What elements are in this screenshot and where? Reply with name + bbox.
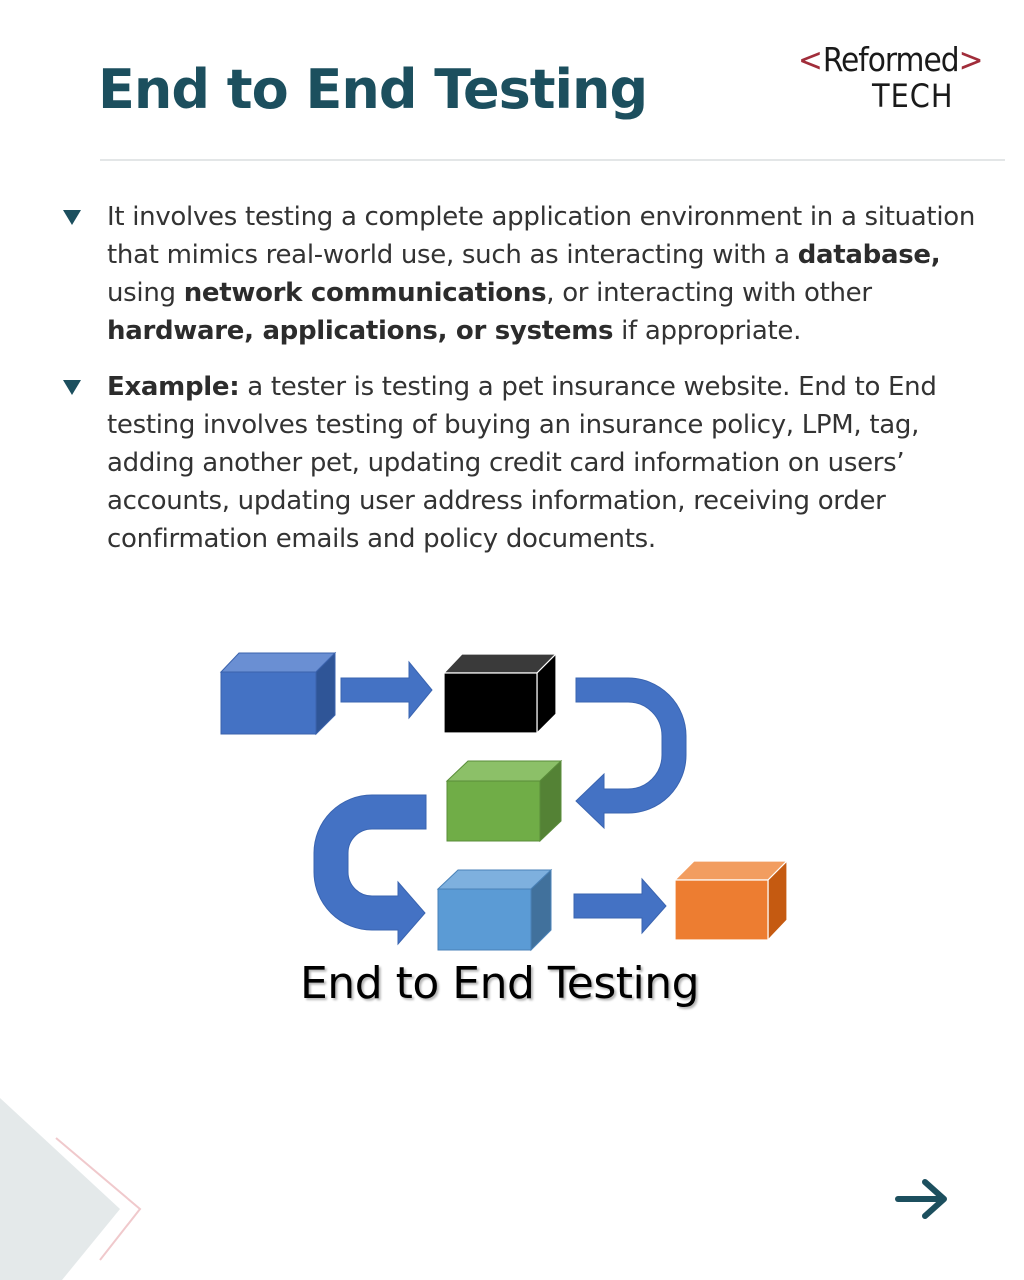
logo-subword: TECH [872, 77, 954, 115]
bullet-item: Example: a tester is testing a pet insur… [0, 368, 977, 558]
reformed-tech-logo: <Reformed> TECH [798, 40, 983, 118]
triangle-down-icon [63, 210, 81, 225]
logo-word: Reformed [822, 40, 960, 79]
bullet-list: It involves testing a complete applicati… [0, 198, 1024, 558]
chevron-decoration-icon [0, 1098, 142, 1280]
bold-phrase: database, [797, 240, 941, 270]
text-run: a tester is testing a pet insurance webs… [107, 372, 937, 554]
text-run: if appropriate. [613, 316, 802, 346]
bold-phrase: hardware, applications, or systems [107, 316, 614, 346]
header-divider [100, 159, 1005, 161]
box-black [442, 652, 558, 735]
bold-phrase: Example: [107, 372, 240, 402]
box-orange [673, 859, 789, 942]
box-green [445, 759, 563, 843]
flow-arrow-right-2 [573, 877, 667, 935]
triangle-down-icon [63, 380, 81, 395]
logo-open-bracket: < [798, 40, 823, 79]
flow-arrow-curve-left [313, 794, 427, 946]
bullet-text: It involves testing a complete applicati… [107, 202, 975, 346]
bullet-text: Example: a tester is testing a pet insur… [107, 372, 937, 554]
arrow-right-icon[interactable] [895, 1178, 949, 1220]
text-run: using [107, 278, 184, 308]
bullet-item: It involves testing a complete applicati… [0, 198, 977, 350]
page-title: End to End Testing [98, 58, 648, 121]
logo-close-bracket: > [958, 40, 984, 79]
flow-arrow-curve-right [575, 677, 687, 830]
box-blue-start [219, 651, 337, 736]
text-run: It involves testing a complete applicati… [107, 202, 976, 270]
text-run: , or interacting with other [546, 278, 872, 308]
bold-phrase: network communications [183, 278, 547, 308]
diagram-caption: End to End Testing [300, 958, 700, 1009]
box-light-blue [436, 868, 553, 952]
flow-arrow-right-1 [340, 660, 433, 720]
